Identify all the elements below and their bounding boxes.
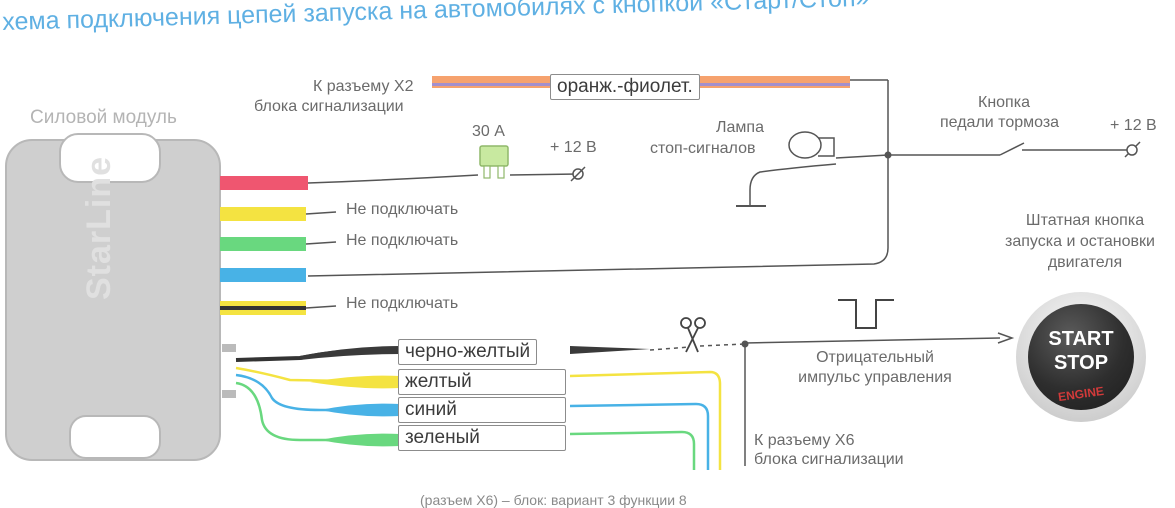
stop-label: STOP xyxy=(1053,352,1109,374)
negative-pulse-icon xyxy=(838,299,894,329)
wires-not-connected xyxy=(220,207,337,315)
wire-label-black-yellow: черно-желтый xyxy=(398,339,538,365)
start-stop-button: START STOP ENGINE xyxy=(1016,292,1146,422)
x6-label-line1: К разъему X6 xyxy=(754,432,855,449)
fuse-label: 30 А xyxy=(472,123,505,140)
x2-label-line2: блока сигнализации xyxy=(254,98,404,115)
not-connected-label-1: Не подключать xyxy=(346,201,459,218)
wire-label-yellow: желтый xyxy=(398,369,566,395)
start-label: START xyxy=(1048,328,1114,350)
footer-note: (разъем X6) – блок: вариант 3 функции 8 xyxy=(420,492,687,508)
wire-label-orange-violet: оранж.-фиолет. xyxy=(550,74,700,100)
wires-x6 xyxy=(235,332,1015,470)
std-button-label-line3: двигателя xyxy=(1047,254,1123,271)
starline-logo: StarLine xyxy=(80,155,118,300)
pulse-label-line2: импульс управления xyxy=(798,369,952,386)
std-button-label-line2: запуска и остановки xyxy=(1005,233,1155,250)
brake-label-line2: педали тормоза xyxy=(940,114,1060,131)
x6-label-line2: блока сигнализации xyxy=(754,451,904,468)
plus12-brake-label: + 12 В xyxy=(1110,117,1157,134)
x2-label-line1: К разъему X2 xyxy=(313,78,414,95)
lamp-label-line1: Лампа xyxy=(716,119,764,136)
std-button-label-line1: Штатная кнопка xyxy=(1025,212,1145,229)
stop-lamp-circuit xyxy=(736,131,1141,207)
not-connected-label-2: Не подключать xyxy=(346,232,459,249)
lamp-label-line2: стоп-сигналов xyxy=(650,140,756,157)
power-module xyxy=(5,133,236,461)
wire-red xyxy=(220,145,586,190)
plus12-fuse-label: + 12 В xyxy=(550,139,597,156)
power-module-title: Силовой модуль xyxy=(30,107,177,128)
brake-label-line1: Кнопка xyxy=(978,94,1030,111)
scissors-icon xyxy=(680,317,706,353)
wire-label-green: зеленый xyxy=(398,425,566,451)
not-connected-label-3: Не подключать xyxy=(346,295,459,312)
pulse-label-line1: Отрицательный xyxy=(816,349,934,366)
wire-label-blue: синий xyxy=(398,397,566,423)
